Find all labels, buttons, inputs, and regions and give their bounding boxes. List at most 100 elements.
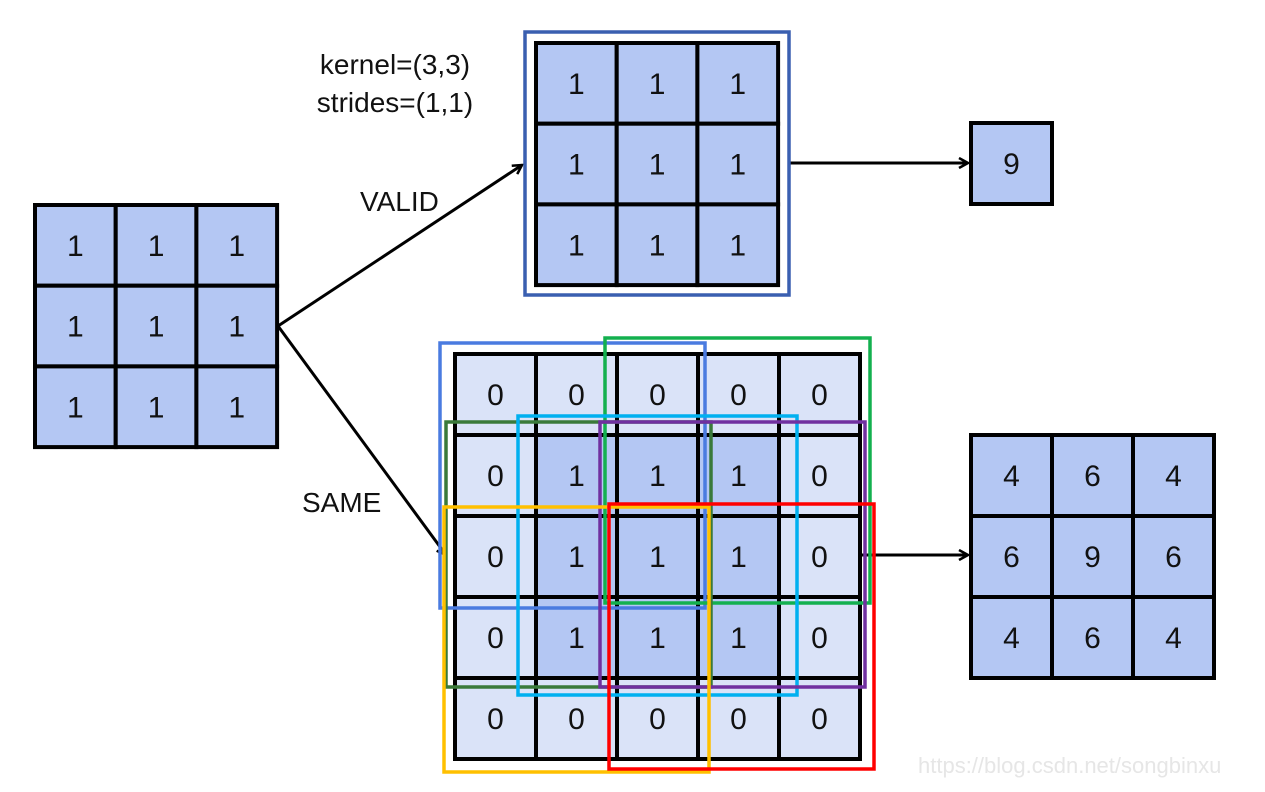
kernel-cell-value: 1	[729, 229, 746, 262]
padded-cell-value: 1	[649, 541, 666, 574]
padded-cell-value: 0	[811, 622, 828, 655]
kernel-cell: 1	[614, 202, 700, 288]
kernel-cell: 1	[614, 41, 700, 126]
window-center	[516, 414, 799, 697]
padded-cell: 1	[615, 595, 700, 680]
padded-cell-box	[453, 433, 538, 518]
same-output-cell-box	[1131, 595, 1216, 680]
padded-cell-value: 0	[568, 703, 585, 736]
padded-cell-box	[777, 514, 862, 599]
input-cell-value: 1	[67, 391, 84, 424]
input-cell-value: 1	[148, 311, 165, 344]
same-output-cell-value: 6	[1084, 622, 1101, 655]
kernel-cell-box	[534, 202, 619, 288]
same-output-cell: 6	[1050, 595, 1135, 680]
same-output-cell-value: 6	[1003, 541, 1020, 574]
padded-cell-value: 1	[730, 622, 747, 655]
padded-cell-value: 0	[811, 379, 828, 412]
input-cell: 1	[113, 283, 199, 369]
input-cell-value: 1	[228, 391, 245, 424]
padded-cell-value: 0	[730, 703, 747, 736]
same-output-cell: 4	[1131, 595, 1216, 680]
padded-cell: 1	[534, 595, 619, 680]
kernel-frame	[523, 30, 791, 297]
kernel-cell: 1	[695, 41, 781, 126]
same-output-cell-box	[1131, 514, 1216, 599]
window-middle-left	[444, 420, 713, 689]
same-output-cell: 4	[1131, 433, 1216, 518]
input-cell: 1	[113, 203, 199, 288]
kernel-cell: 1	[614, 121, 700, 207]
padded-cell-value: 0	[811, 541, 828, 574]
valid-output-cell-box	[969, 121, 1054, 206]
kernel-cell-value: 1	[649, 149, 666, 182]
input-cell-value: 1	[67, 230, 84, 263]
padded-cell-value: 1	[568, 622, 585, 655]
input-cell: 1	[194, 364, 280, 450]
window-top-left	[438, 341, 707, 610]
kernel-cell: 1	[695, 121, 781, 207]
kernel-cell: 1	[534, 202, 619, 288]
padded-cell: 0	[777, 595, 862, 680]
input-cell-box	[194, 364, 280, 450]
padded-cell: 0	[453, 433, 538, 518]
window-bottom-right	[607, 502, 876, 771]
strides-label: strides=(1,1)	[317, 87, 473, 118]
same-output-cell: 4	[969, 595, 1054, 680]
same-output-cell: 6	[969, 514, 1054, 599]
padded-cell-box	[615, 595, 700, 680]
kernel-cell: 1	[695, 202, 781, 288]
padded-cell-value: 0	[811, 703, 828, 736]
padded-cell-value: 0	[487, 379, 504, 412]
same-output-cell-box	[969, 514, 1054, 599]
same-arrow	[276, 325, 446, 555]
padded-cell-box	[534, 676, 619, 761]
sliding-windows	[438, 336, 876, 774]
watermark: https://blog.csdn.net/songbinxu	[918, 753, 1221, 778]
kernel-cell: 1	[534, 41, 619, 126]
same-output-cell-value: 4	[1003, 622, 1020, 655]
kernel-cell-value: 1	[729, 68, 746, 101]
kernel-cell-value: 1	[649, 68, 666, 101]
input-cell-box	[194, 203, 280, 288]
same-output-cell-box	[1131, 433, 1216, 518]
same-output-cell-value: 4	[1165, 460, 1182, 493]
padded-cell-box	[453, 514, 538, 599]
kernel-cell-box	[695, 202, 781, 288]
input-cell-box	[113, 364, 199, 450]
valid-output-cell: 9	[969, 121, 1054, 206]
padded-cell: 0	[534, 676, 619, 761]
window-middle-right	[598, 420, 867, 689]
padded-cell-value: 1	[649, 622, 666, 655]
input-cell: 1	[113, 364, 199, 450]
input-cell-value: 1	[148, 230, 165, 263]
valid-output-cell-value: 9	[1003, 148, 1020, 181]
padded-cell-value: 1	[730, 541, 747, 574]
padded-cell-value: 0	[730, 379, 747, 412]
padded-cell-value: 1	[568, 460, 585, 493]
same-output-cell-box	[969, 433, 1054, 518]
padded-cell-box	[453, 676, 538, 761]
kernel-size-label: kernel=(3,3)	[320, 49, 470, 80]
padded-cell-value: 1	[649, 460, 666, 493]
padded-cell-value: 0	[811, 460, 828, 493]
padded-cell: 0	[777, 676, 862, 761]
padded-cell: 0	[453, 514, 538, 599]
padded-cell-value: 0	[649, 703, 666, 736]
padded-cell: 0	[453, 676, 538, 761]
padded-cell: 0	[777, 514, 862, 599]
same-output-cell-value: 4	[1165, 622, 1182, 655]
input-cell: 1	[194, 283, 280, 369]
valid-arrow	[277, 165, 522, 328]
padded-cell-value: 0	[487, 703, 504, 736]
same-output-cell-value: 4	[1003, 460, 1020, 493]
input-cell-value: 1	[67, 311, 84, 344]
input-cell-value: 1	[148, 391, 165, 424]
same-output-cell: 6	[1050, 433, 1135, 518]
window-bottom-left	[442, 505, 711, 774]
input-cell-value: 1	[228, 311, 245, 344]
